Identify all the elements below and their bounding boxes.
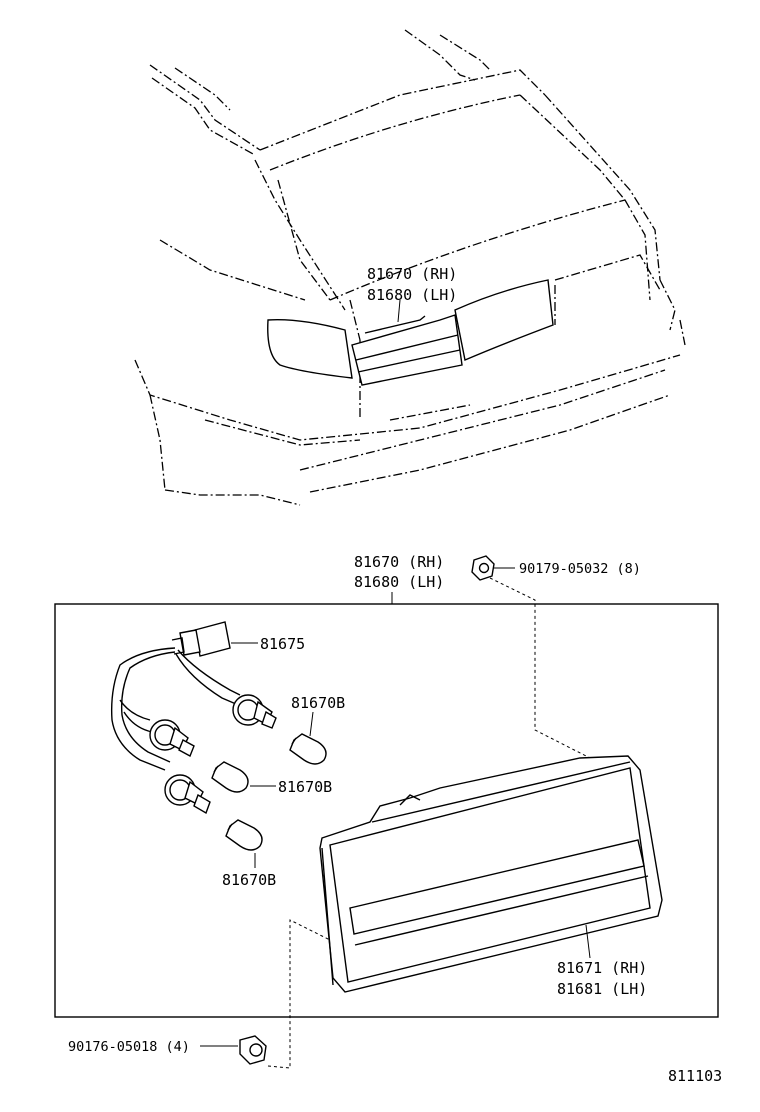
socket-1 (232, 694, 277, 729)
label-bulb-2: 81670B (278, 778, 332, 796)
car-left-taillight (267, 319, 353, 379)
diagram-number: 811103 (668, 1067, 722, 1085)
label-assy-lh: 81680 (LH) (354, 573, 444, 591)
label-car-lh: 81680 (LH) (367, 286, 457, 304)
car-garnish-lamp (351, 314, 463, 386)
leader-car-lamp (397, 299, 401, 323)
bulb-2-icon (211, 761, 249, 793)
label-bulb-1: 81670B (291, 694, 345, 712)
nut-icon (471, 555, 495, 581)
label-car-rh: 81670 (RH) (367, 265, 457, 283)
label-nut: 90179-05032 (8) (519, 561, 641, 577)
label-clip: 90176-05018 (4) (68, 1039, 190, 1055)
dotted-clip-line (267, 919, 331, 1069)
socket-wire-harness (110, 621, 241, 771)
label-socket: 81675 (260, 635, 305, 653)
dotted-nut-line (489, 577, 591, 759)
assembly-frame (54, 603, 719, 1018)
label-bulb-3: 81670B (222, 871, 276, 889)
leader-lens (585, 924, 591, 959)
socket-3 (164, 774, 211, 815)
label-lens-lh: 81681 (LH) (557, 980, 647, 998)
car-rear-outline (134, 29, 686, 506)
label-lens-rh: 81671 (RH) (557, 959, 647, 977)
clip-icon (239, 1035, 267, 1065)
car-right-taillight (454, 279, 554, 361)
socket-2 (149, 719, 195, 757)
bulb-1-icon (289, 733, 327, 765)
leader-bulb-1 (309, 711, 314, 737)
label-assy-rh: 81670 (RH) (354, 553, 444, 571)
lamp-lens-housing (319, 755, 663, 993)
bulb-3-icon (225, 819, 263, 851)
